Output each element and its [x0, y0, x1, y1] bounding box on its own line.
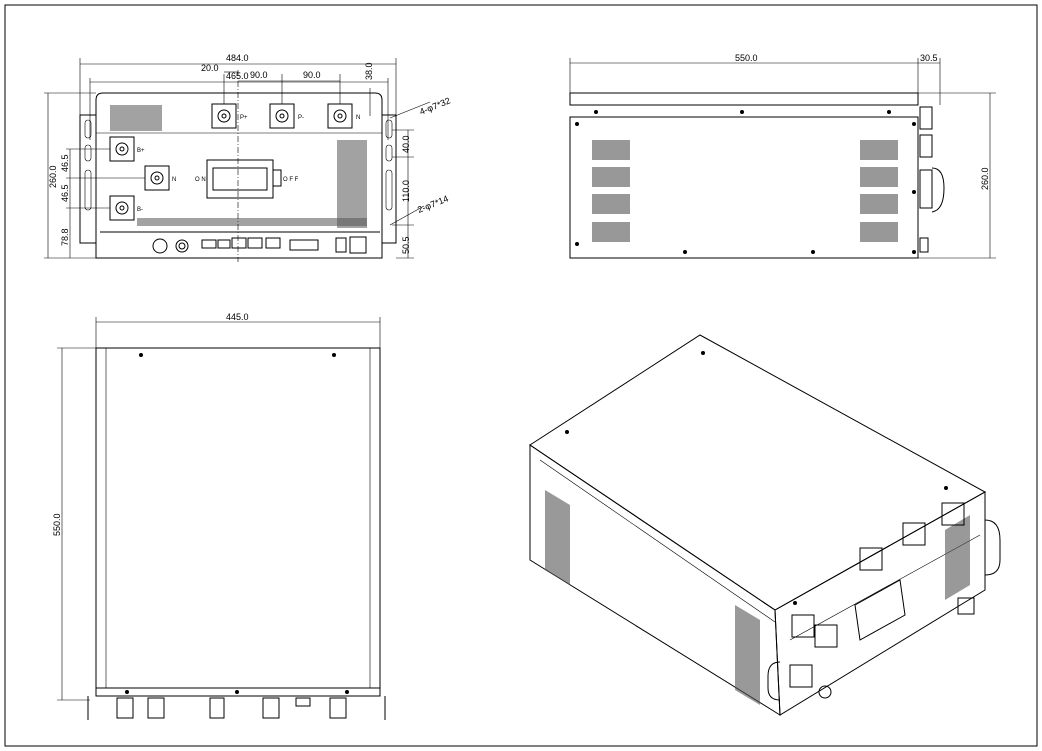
iso-terminals: [789, 502, 975, 699]
svg-text:N: N: [356, 115, 360, 121]
ac-input-socket: [349, 236, 367, 254]
vent-grille: [137, 218, 367, 226]
svg-text:20.0: 20.0: [201, 63, 219, 73]
svg-text:90.0: 90.0: [303, 70, 321, 80]
vent-grille: [110, 105, 162, 131]
svg-text:50.5: 50.5: [401, 236, 411, 254]
iso-handle: [984, 519, 1001, 576]
svg-text:46.5: 46.5: [60, 154, 70, 172]
svg-text:445.0: 445.0: [226, 312, 249, 322]
indicator: [175, 239, 189, 253]
top-panel: [95, 347, 381, 689]
front-view: P+ P- N B+ N B- O N O F F 484.0 465.: [44, 53, 452, 262]
svg-text:O F F: O F F: [283, 177, 299, 183]
circuit-breaker: O N O F F: [195, 159, 299, 199]
comm-port: [265, 237, 281, 249]
comm-port: [201, 239, 217, 249]
svg-text:O N: O N: [195, 177, 206, 183]
terminal-n-mid: N: [144, 165, 176, 191]
front-panel: [95, 92, 383, 259]
isometric-view: [529, 334, 1001, 716]
top-view: 445.0 550.0: [52, 312, 386, 720]
terminal-p-plus: P+: [211, 103, 248, 129]
svg-text:30.5: 30.5: [920, 53, 938, 63]
front-dimensions: 484.0 465.0 20.0 90.0 90.0 38.0 260.0 46…: [44, 53, 452, 259]
start-button: [152, 238, 168, 254]
svg-text:P-: P-: [298, 115, 304, 121]
drawing-frame: [4, 4, 1038, 747]
terminal-b-plus: B+: [109, 136, 145, 162]
svg-text:N: N: [172, 177, 176, 183]
top-view-connectors: [87, 696, 386, 720]
comm-port: [231, 237, 247, 249]
terminal-n-top: N: [327, 103, 360, 129]
svg-text:B+: B+: [137, 148, 145, 154]
svg-text:B-: B-: [137, 207, 143, 213]
terminal-b-minus: B-: [109, 195, 143, 221]
side-connectors: [919, 106, 945, 213]
svg-text:110.0: 110.0: [401, 180, 411, 202]
svg-text:38.0: 38.0: [364, 62, 374, 80]
svg-text:2-φ7*14: 2-φ7*14: [416, 193, 450, 214]
side-view: 550.0 30.5 260.0: [569, 53, 996, 259]
svg-text:P+: P+: [240, 115, 248, 121]
iso-top-face: [529, 334, 987, 611]
iso-front-face: [774, 491, 986, 716]
db9-port: [289, 239, 319, 251]
comm-port: [247, 237, 263, 249]
svg-text:46.5: 46.5: [60, 184, 70, 202]
vent-grille: [337, 140, 367, 228]
svg-text:484.0: 484.0: [226, 53, 249, 63]
svg-text:550.0: 550.0: [735, 53, 758, 63]
terminal-p-minus: P-: [269, 103, 304, 129]
iso-breaker: [854, 579, 906, 641]
svg-text:260.0: 260.0: [980, 167, 990, 190]
svg-text:90.0: 90.0: [250, 70, 268, 80]
svg-text:465.0: 465.0: [226, 71, 249, 81]
svg-text:260.0: 260.0: [48, 165, 58, 188]
right-flange: [381, 114, 397, 244]
left-flange: [79, 114, 97, 244]
svg-text:550.0: 550.0: [52, 513, 62, 536]
iso-handle: [767, 661, 781, 701]
svg-text:4-φ7*32: 4-φ7*32: [418, 95, 452, 116]
svg-text:78.8: 78.8: [60, 228, 70, 246]
power-switch: [335, 237, 347, 253]
comm-port: [217, 239, 231, 249]
svg-text:40.0: 40.0: [401, 135, 411, 153]
